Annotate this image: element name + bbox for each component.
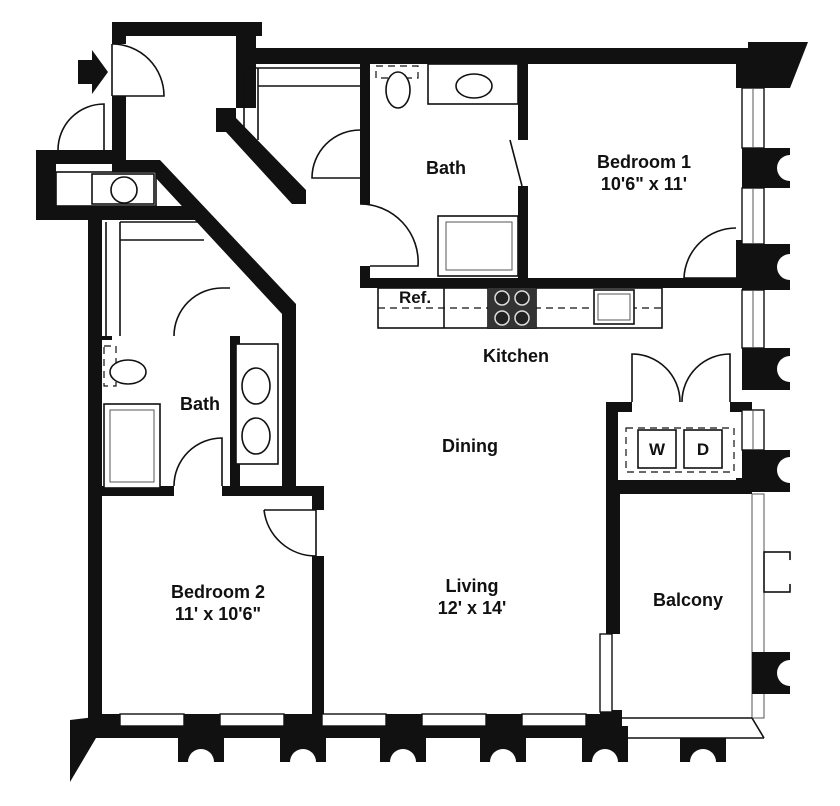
cooktop: [488, 288, 536, 328]
refrigerator-label: Ref.: [399, 288, 431, 307]
entry-arrow-icon: [78, 50, 108, 94]
bedroom1-label: Bedroom 1: [597, 152, 691, 172]
kitchen-label: Kitchen: [483, 346, 549, 366]
bath-lower-label: Bath: [180, 394, 220, 414]
bedroom1-size: 10'6" x 11': [601, 174, 687, 194]
living-label: Living: [446, 576, 499, 596]
dryer-label: D: [697, 440, 709, 459]
living-size: 12' x 14': [438, 598, 507, 618]
dining-label: Dining: [442, 436, 498, 456]
doors: [57, 43, 737, 713]
right-facade: [622, 87, 803, 739]
linen-closet: [105, 67, 360, 336]
entry-closet-fixture: [55, 171, 157, 207]
bath-upper-label: Bath: [426, 158, 466, 178]
bottom-facade: [119, 713, 726, 775]
exterior-walls: [36, 22, 808, 782]
lower-bath-fixtures: [103, 343, 279, 489]
bedroom2-label: Bedroom 2: [171, 582, 265, 602]
washer-label: W: [649, 440, 666, 459]
laundry-appliances: [625, 427, 735, 473]
balcony-label: Balcony: [653, 590, 723, 610]
upper-bath-fixtures: [375, 63, 519, 277]
bedroom2-size: 11' x 10'6": [175, 604, 261, 624]
